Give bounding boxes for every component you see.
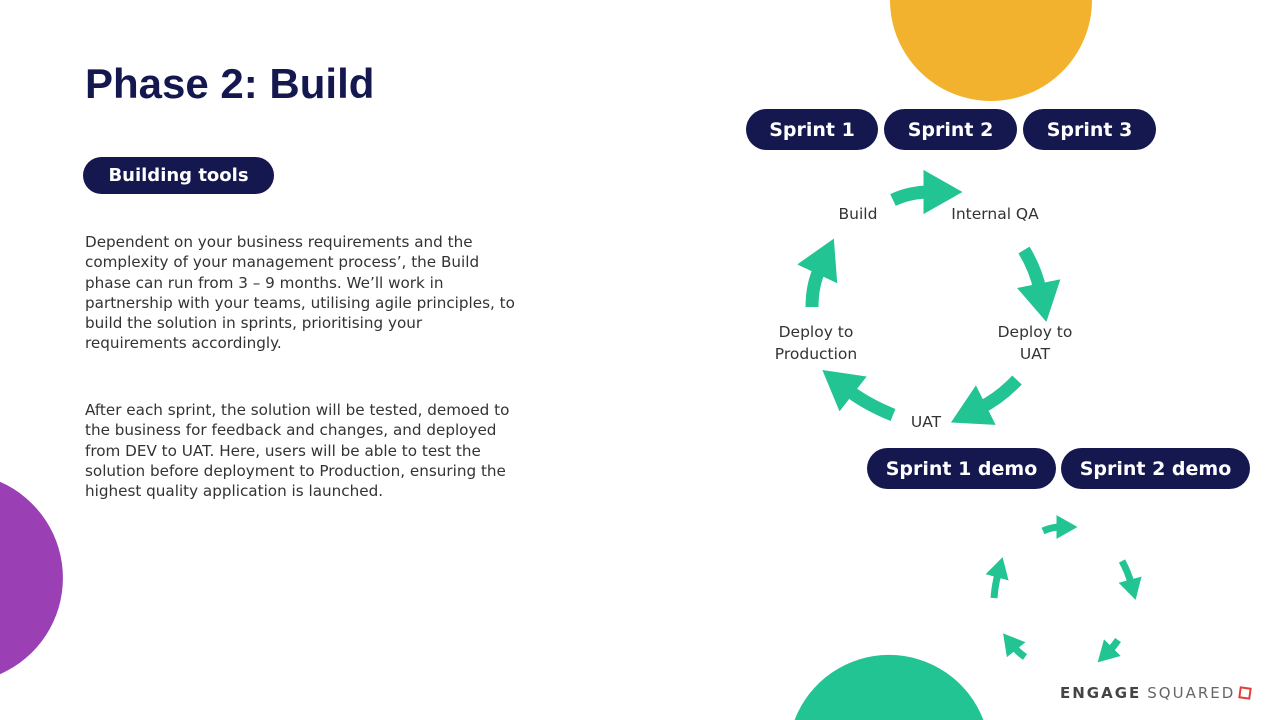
arrow-prod-to-build	[797, 238, 838, 308]
small-arrow-4	[1003, 633, 1028, 660]
cycle-label-build: Build	[838, 205, 878, 223]
label-line: UAT	[1019, 345, 1051, 363]
text-line: phase can run from 3 – 9 months. We’ll w…	[85, 273, 444, 292]
cycle-label-deploy-production: Deploy to Production	[761, 321, 871, 365]
text-line: complexity of your management process’, …	[85, 253, 480, 272]
text-line: build the solution in sprints, prioritis…	[85, 314, 423, 333]
arrow-uat-to-prod	[822, 370, 896, 422]
building-tools-badge: Building tools	[83, 157, 274, 194]
text-line: solution before deployment to Production…	[85, 461, 506, 480]
text-line: partnership with your teams, utilising a…	[85, 293, 515, 312]
green-circle	[794, 654, 984, 720]
small-arrow-2	[1118, 559, 1142, 600]
orange-circle	[890, 0, 1092, 101]
logo-text-bold: ENGAGE	[1060, 684, 1142, 702]
page-title: Phase 2: Build	[85, 60, 375, 107]
paragraph-2: After each sprint, the solution will be …	[85, 400, 509, 501]
small-arrow-1	[1041, 515, 1078, 539]
sprint-3-pill: Sprint 3	[1023, 109, 1156, 150]
cycle-label-deploy-uat: Deploy to UAT	[985, 321, 1085, 365]
small-arrow-3	[1097, 638, 1121, 663]
cycle-label-internal-qa: Internal QA	[951, 205, 1039, 223]
cycle-label-uat: UAT	[910, 413, 942, 431]
text-line: the business for feedback and changes, a…	[85, 421, 497, 440]
engage-squared-logo: ENGAGE SQUARED	[1060, 684, 1253, 702]
arrow-deploy-uat-to-uat	[950, 375, 1022, 425]
logo-square-icon	[1238, 686, 1253, 700]
arrow-build-to-qa	[890, 169, 963, 215]
sprint-2-pill: Sprint 2	[884, 109, 1017, 150]
sprint-2-demo-pill: Sprint 2 demo	[1061, 448, 1250, 489]
text-line: Dependent on your business requirements …	[85, 233, 473, 251]
arrow-qa-to-deploy-uat	[1017, 246, 1061, 322]
label-line: Production	[774, 345, 858, 363]
text-line: After each sprint, the solution will be …	[85, 401, 510, 419]
text-line: requirements accordingly.	[85, 334, 282, 353]
label-line: Deploy to	[997, 323, 1073, 341]
small-arrow-5	[985, 557, 1009, 599]
purple-circle	[0, 481, 63, 675]
sprint-1-pill: Sprint 1	[746, 109, 878, 150]
text-line: highest quality application is launched.	[85, 482, 384, 501]
text-line: from DEV to UAT. Here, users will be abl…	[85, 441, 481, 460]
paragraph-1: Dependent on your business requirements …	[85, 232, 515, 354]
label-line: Deploy to	[778, 323, 854, 341]
sprint-1-demo-pill: Sprint 1 demo	[867, 448, 1056, 489]
logo-text-light: SQUARED	[1147, 684, 1236, 702]
